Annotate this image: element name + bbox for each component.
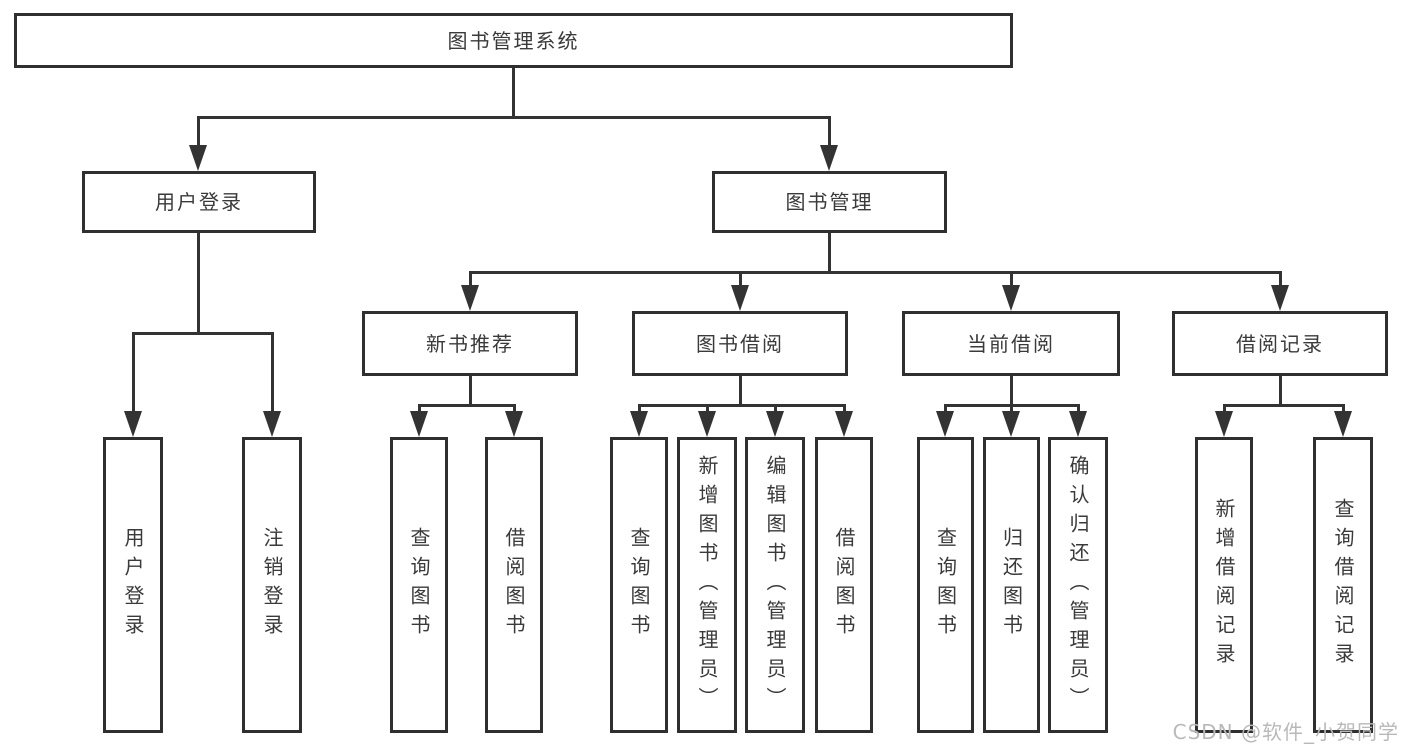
leaf-user-login: 用户登录 bbox=[103, 437, 163, 733]
leaf-label: 新增借阅记录 bbox=[1212, 498, 1236, 672]
leaf-label: 归还图书 bbox=[999, 527, 1024, 643]
leaf-label: 新增图书（管理员） bbox=[695, 454, 719, 716]
leaf-nb-query-books: 查询图书 bbox=[390, 437, 448, 733]
leaf-label: 借阅图书 bbox=[832, 527, 856, 643]
leaf-br-query-record: 查询借阅记录 bbox=[1313, 437, 1373, 733]
arrow-down bbox=[124, 411, 142, 437]
leaf-bb-add-book-admin: 新增图书（管理员） bbox=[677, 437, 737, 733]
leaf-cb-query-books: 查询图书 bbox=[917, 437, 974, 733]
node-book-management-branch: 图书管理 bbox=[712, 171, 947, 233]
leaf-label: 查询图书 bbox=[407, 527, 431, 643]
node-label: 用户登录 bbox=[155, 190, 243, 214]
arrow-down bbox=[263, 411, 281, 437]
connector-line bbox=[1010, 404, 1013, 414]
node-label: 图书借阅 bbox=[696, 331, 784, 356]
connector-line bbox=[638, 404, 641, 414]
connector-line bbox=[774, 404, 777, 414]
leaf-label: 借阅图书 bbox=[502, 527, 526, 643]
node-label: 新书推荐 bbox=[426, 331, 514, 356]
node-label: 借阅记录 bbox=[1236, 331, 1324, 356]
leaf-cb-confirm-return-admin: 确认归还（管理员） bbox=[1048, 437, 1108, 733]
connector-line bbox=[828, 116, 831, 147]
arrow-down bbox=[410, 411, 428, 437]
arrow-down bbox=[1215, 411, 1233, 437]
arrow-down bbox=[630, 411, 648, 437]
connector-line bbox=[944, 404, 947, 414]
connector-line bbox=[418, 404, 516, 407]
connector-line bbox=[1279, 271, 1282, 288]
leaf-br-add-record: 新增借阅记录 bbox=[1195, 437, 1253, 733]
arrow-down bbox=[936, 411, 954, 437]
arrow-down bbox=[731, 285, 749, 311]
connector-line bbox=[469, 376, 472, 407]
arrow-down bbox=[698, 411, 716, 437]
arrow-down bbox=[1002, 411, 1020, 437]
connector-line bbox=[739, 376, 742, 407]
leaf-label: 查询图书 bbox=[627, 527, 651, 643]
arrow-down bbox=[1271, 285, 1289, 311]
node-label: 当前借阅 bbox=[967, 331, 1055, 356]
leaf-label: 查询借阅记录 bbox=[1331, 498, 1355, 672]
connector-line bbox=[513, 404, 516, 414]
leaf-bb-edit-book-admin: 编辑图书（管理员） bbox=[745, 437, 805, 733]
connector-line bbox=[1223, 404, 1344, 407]
node-borrowing-records: 借阅记录 bbox=[1172, 311, 1388, 376]
root-label: 图书管理系统 bbox=[447, 28, 580, 53]
arrow-down bbox=[835, 411, 853, 437]
leaf-nb-borrow-books: 借阅图书 bbox=[485, 437, 543, 733]
connector-line bbox=[828, 233, 831, 273]
node-current-borrowing: 当前借阅 bbox=[902, 311, 1120, 376]
connector-line bbox=[469, 271, 472, 288]
connector-line bbox=[418, 404, 421, 414]
arrow-down bbox=[820, 145, 838, 171]
connector-line bbox=[1342, 404, 1345, 414]
leaf-label: 确认归还（管理员） bbox=[1066, 454, 1090, 716]
node-user-login-branch: 用户登录 bbox=[82, 171, 316, 233]
leaf-logout: 注销登录 bbox=[242, 437, 302, 733]
connector-line bbox=[638, 404, 846, 407]
connector-line bbox=[469, 271, 1282, 274]
arrow-down bbox=[505, 411, 523, 437]
connector-line bbox=[706, 404, 709, 414]
node-new-book-recommend: 新书推荐 bbox=[362, 311, 578, 376]
node-label: 图书管理 bbox=[785, 190, 874, 214]
connector-line bbox=[1010, 271, 1013, 288]
connector-line bbox=[132, 332, 273, 335]
connector-line bbox=[197, 116, 831, 119]
connector-line bbox=[197, 116, 200, 147]
arrow-down bbox=[1002, 285, 1020, 311]
leaf-bb-borrow-books: 借阅图书 bbox=[815, 437, 873, 733]
arrow-down bbox=[766, 411, 784, 437]
arrow-down bbox=[1069, 411, 1087, 437]
connector-line bbox=[1010, 376, 1013, 407]
leaf-label: 用户登录 bbox=[121, 527, 145, 643]
leaf-bb-query-books: 查询图书 bbox=[610, 437, 668, 733]
arrow-down bbox=[1334, 411, 1352, 437]
connector-line bbox=[512, 68, 515, 118]
connector-line bbox=[271, 332, 274, 412]
root-node-library-system: 图书管理系统 bbox=[14, 13, 1013, 68]
arrow-down bbox=[461, 285, 479, 311]
connector-line bbox=[1279, 376, 1282, 407]
leaf-label: 注销登录 bbox=[260, 527, 284, 643]
leaf-label: 编辑图书（管理员） bbox=[763, 454, 787, 716]
connector-line bbox=[197, 233, 200, 335]
leaf-cb-return-books: 归还图书 bbox=[983, 437, 1040, 733]
connector-line bbox=[739, 271, 742, 288]
leaf-label: 查询图书 bbox=[933, 527, 958, 643]
connector-line bbox=[1223, 404, 1226, 414]
connector-line bbox=[1077, 404, 1080, 414]
arrow-down bbox=[189, 145, 207, 171]
connector-line bbox=[132, 332, 135, 412]
node-book-borrowing: 图书借阅 bbox=[632, 311, 848, 376]
connector-line bbox=[843, 404, 846, 414]
csdn-watermark: CSDN @软件_小贺同学 bbox=[1172, 720, 1399, 744]
